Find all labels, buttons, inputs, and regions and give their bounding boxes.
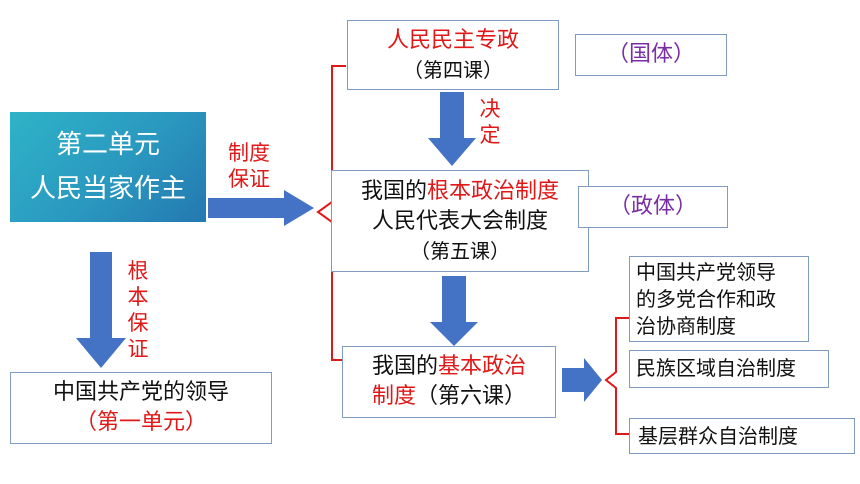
fundamental-line1: 我国的根本政治制度 bbox=[360, 179, 560, 204]
label-fundamental-guarantee: 根 本 保 证 bbox=[127, 259, 149, 361]
block-arrow-down-1 bbox=[76, 252, 126, 368]
grassroots-autonomy-box: 基层群众自治制度 bbox=[629, 418, 855, 454]
guoti-label: （国体） bbox=[606, 42, 695, 67]
cpc-line3: 治协商制度 bbox=[636, 314, 736, 338]
basic-line2: 制度（第六课） bbox=[371, 384, 527, 409]
guoti-box: （国体） bbox=[575, 34, 727, 76]
cpc-line2: 的多党合作和政 bbox=[636, 287, 776, 311]
zhengti-box: （政体） bbox=[578, 186, 728, 228]
dictatorship-box: 人民民主专政 （第四课） bbox=[347, 20, 559, 90]
bracket-systems bbox=[604, 317, 630, 435]
party-line2: （第一单元） bbox=[74, 410, 207, 435]
bracket-main bbox=[316, 65, 346, 361]
dictatorship-line1: 人民民主专政 bbox=[386, 28, 519, 53]
cpc-line1: 中国共产党领导 bbox=[636, 260, 776, 284]
cpc-cooperation-box: 中国共产党领导 的多党合作和政 治协商制度 bbox=[629, 256, 809, 342]
dictatorship-line2: （第四课） bbox=[403, 58, 503, 82]
unit2-line2: 人民当家作主 bbox=[29, 174, 186, 204]
zhengti-label: （政体） bbox=[608, 194, 697, 219]
grassroots-label: 基层群众自治制度 bbox=[638, 424, 798, 448]
block-arrow-down-2 bbox=[428, 92, 476, 166]
fundamental-line2: 人民代表大会制度 bbox=[371, 209, 548, 234]
party-leadership-box: 中国共产党的领导 （第一单元） bbox=[10, 372, 272, 444]
fundamental-line3: （第五课） bbox=[410, 239, 510, 263]
block-arrow-right-1 bbox=[208, 190, 314, 226]
unit2-line1: 第二单元 bbox=[55, 130, 160, 160]
label-determines: 决 定 bbox=[479, 97, 501, 147]
block-arrow-down-3 bbox=[430, 276, 478, 346]
unit2-box: 第二单元 人民当家作主 bbox=[10, 112, 206, 222]
party-line1: 中国共产党的领导 bbox=[52, 380, 229, 405]
basic-line1: 我国的基本政治 bbox=[371, 354, 527, 379]
label-institutional-guarantee: 制度 保证 bbox=[228, 141, 270, 191]
fundamental-system-box: 我国的根本政治制度 人民代表大会制度 （第五课） bbox=[331, 170, 589, 272]
ethnic-autonomy-box: 民族区域自治制度 bbox=[629, 350, 829, 388]
ethnic-label: 民族区域自治制度 bbox=[636, 356, 796, 380]
block-arrow-right-2 bbox=[562, 358, 602, 402]
basic-system-box: 我国的基本政治 制度（第六课） bbox=[342, 346, 556, 418]
